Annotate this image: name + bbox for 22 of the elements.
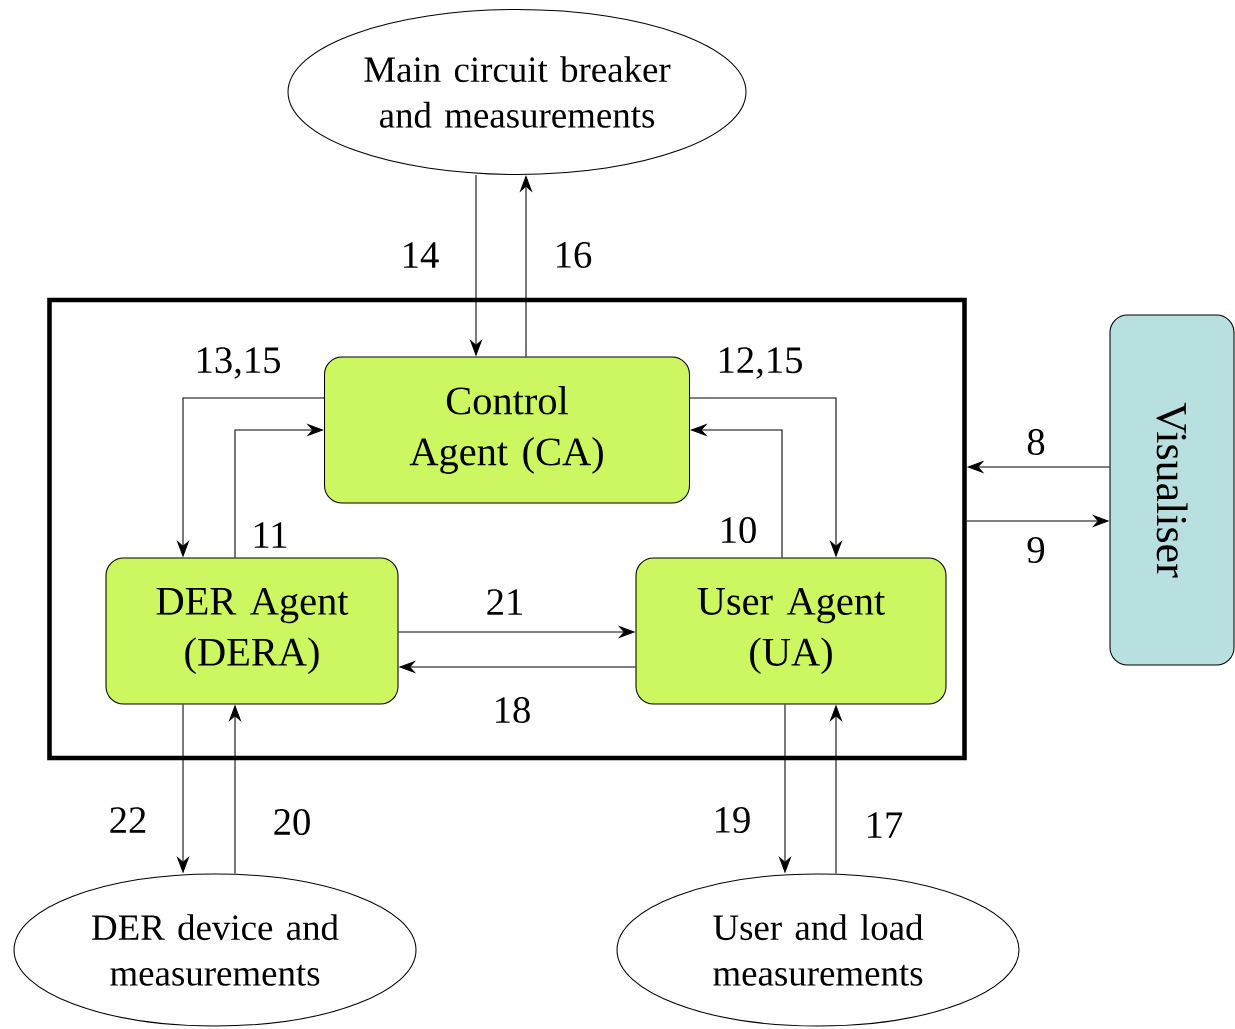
edge-label: 16 <box>551 240 595 270</box>
edge-label: 17 <box>862 810 906 840</box>
edge-label: 8 <box>1024 427 1048 457</box>
edge-label: 19 <box>710 805 754 835</box>
ellipse-node: User and load measurements <box>616 873 1020 1027</box>
edge-label: 10 <box>716 515 760 545</box>
agent-box: Control Agent (CA) <box>323 356 691 504</box>
edge-label: 18 <box>490 695 534 725</box>
edge-label: 11 <box>249 520 291 550</box>
ellipse-node: Main circuit breaker and measurements <box>287 8 747 176</box>
edge-label: 14 <box>398 240 442 270</box>
edge-label: 22 <box>106 805 150 835</box>
agent-box: DER Agent (DERA) <box>105 557 399 705</box>
ellipse-node: DER device and measurements <box>13 873 417 1027</box>
edge-label: 21 <box>483 587 527 617</box>
agent-box: User Agent (UA) <box>635 557 947 705</box>
edge-label: 9 <box>1024 535 1048 565</box>
edge-label: 12,15 <box>714 345 806 381</box>
system-frame <box>47 297 967 761</box>
edge-label: 13,15 <box>192 345 284 381</box>
edge-label: 20 <box>270 807 314 837</box>
visualiser-box: Visualiser <box>1109 314 1235 666</box>
